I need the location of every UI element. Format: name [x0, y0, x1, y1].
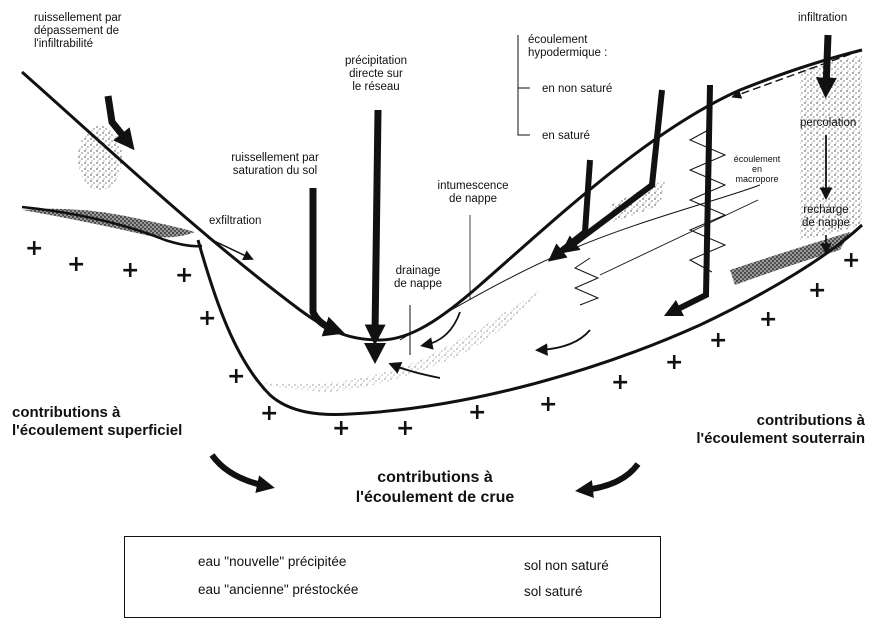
- unsaturated-patch-mid: [610, 180, 665, 222]
- label-infiltration: infiltration: [798, 12, 848, 24]
- label-saturation-runoff: ruissellement par saturation du sol: [231, 152, 319, 177]
- arrow-infiltration: [815, 34, 837, 99]
- bedrock-plus: +: [67, 252, 86, 277]
- label-flood-contributions: contributions à l'écoulement de crue: [355, 469, 515, 506]
- legend-unsaturated-label: sol non saturé: [524, 558, 609, 573]
- legend-old-water-label: eau "ancienne" préstockée: [198, 582, 359, 597]
- saturated-band-right: [730, 232, 850, 285]
- bedrock-plus: +: [332, 416, 351, 441]
- arrow-return-flow: [534, 329, 591, 356]
- label-macropore-flow: écoulement en macropore: [733, 154, 781, 184]
- label-subsurface-flow: écoulement hypodermique :: [528, 34, 608, 59]
- arrow-unsat-subsurface: [560, 89, 665, 254]
- legend-new-water-label: eau "nouvelle" précipitée: [198, 554, 347, 569]
- bedrock-plus: +: [175, 263, 194, 288]
- unsaturated-patch-left: [78, 126, 122, 190]
- bedrock-plus: +: [611, 370, 630, 395]
- bedrock-plus: +: [121, 258, 140, 283]
- arrow-drainage: [420, 311, 461, 350]
- arrow-sat-subsurface: [547, 159, 593, 262]
- macropore-zigzag-2: [688, 127, 727, 273]
- label-saturated-flow: en saturé: [542, 130, 590, 142]
- label-infiltration-excess: ruissellement par dépassement de l'infil…: [34, 12, 122, 50]
- bedrock-plus: +: [842, 248, 861, 273]
- callout-macropore: [599, 199, 759, 276]
- arrow-intumescence: [388, 362, 441, 379]
- bedrock-plus: +: [468, 400, 487, 425]
- arrow-infiltration-excess: [104, 95, 135, 151]
- bedrock-plus: +: [709, 328, 728, 353]
- bedrock-plus: +: [759, 307, 778, 332]
- bedrock-boundary: [196, 223, 864, 417]
- label-groundwater-contributions: contributions à l'écoulement souterrain: [696, 412, 865, 447]
- arrow-contrib-left: [209, 453, 275, 493]
- label-direct-precipitation: précipitation directe sur le réseau: [344, 55, 407, 93]
- arrow-saturation-runoff: [309, 188, 345, 337]
- bedrock-plus: +: [198, 306, 217, 331]
- bedrock-plus: +: [539, 392, 558, 417]
- label-percolation: percolation: [800, 117, 857, 129]
- label-unsaturated-flow: en non saturé: [542, 83, 613, 95]
- callout-bracket: [517, 35, 530, 136]
- label-surface-contributions: contributions à l'écoulement superficiel: [12, 404, 183, 439]
- legend-saturated-label: sol saturé: [524, 584, 583, 599]
- unsaturated-band-right: [800, 55, 862, 240]
- bedrock-plus: +: [260, 401, 279, 426]
- label-drainage: drainage de nappe: [394, 265, 442, 290]
- label-recharge: recharge de nappe: [802, 204, 850, 229]
- bedrock-plus: +: [396, 416, 415, 441]
- arrow-direct-precipitation: [364, 109, 386, 346]
- arrow-exfiltration: [207, 237, 254, 261]
- arrow-macropore: [663, 84, 713, 317]
- legend: [124, 536, 661, 618]
- bedrock-plus: +: [25, 236, 44, 261]
- arrow-contrib-right: [575, 462, 641, 499]
- macropore-zigzag-1: [573, 257, 600, 306]
- label-intumescence: intumescence de nappe: [437, 180, 509, 205]
- bedrock-plus: +: [227, 364, 246, 389]
- bedrock-plus: +: [665, 350, 684, 375]
- stream-channel: [364, 343, 386, 364]
- label-exfiltration: exfiltration: [209, 215, 262, 227]
- water-table-left: [21, 205, 203, 248]
- bedrock-plus: +: [808, 278, 827, 303]
- arrow-overland-top: [731, 49, 863, 99]
